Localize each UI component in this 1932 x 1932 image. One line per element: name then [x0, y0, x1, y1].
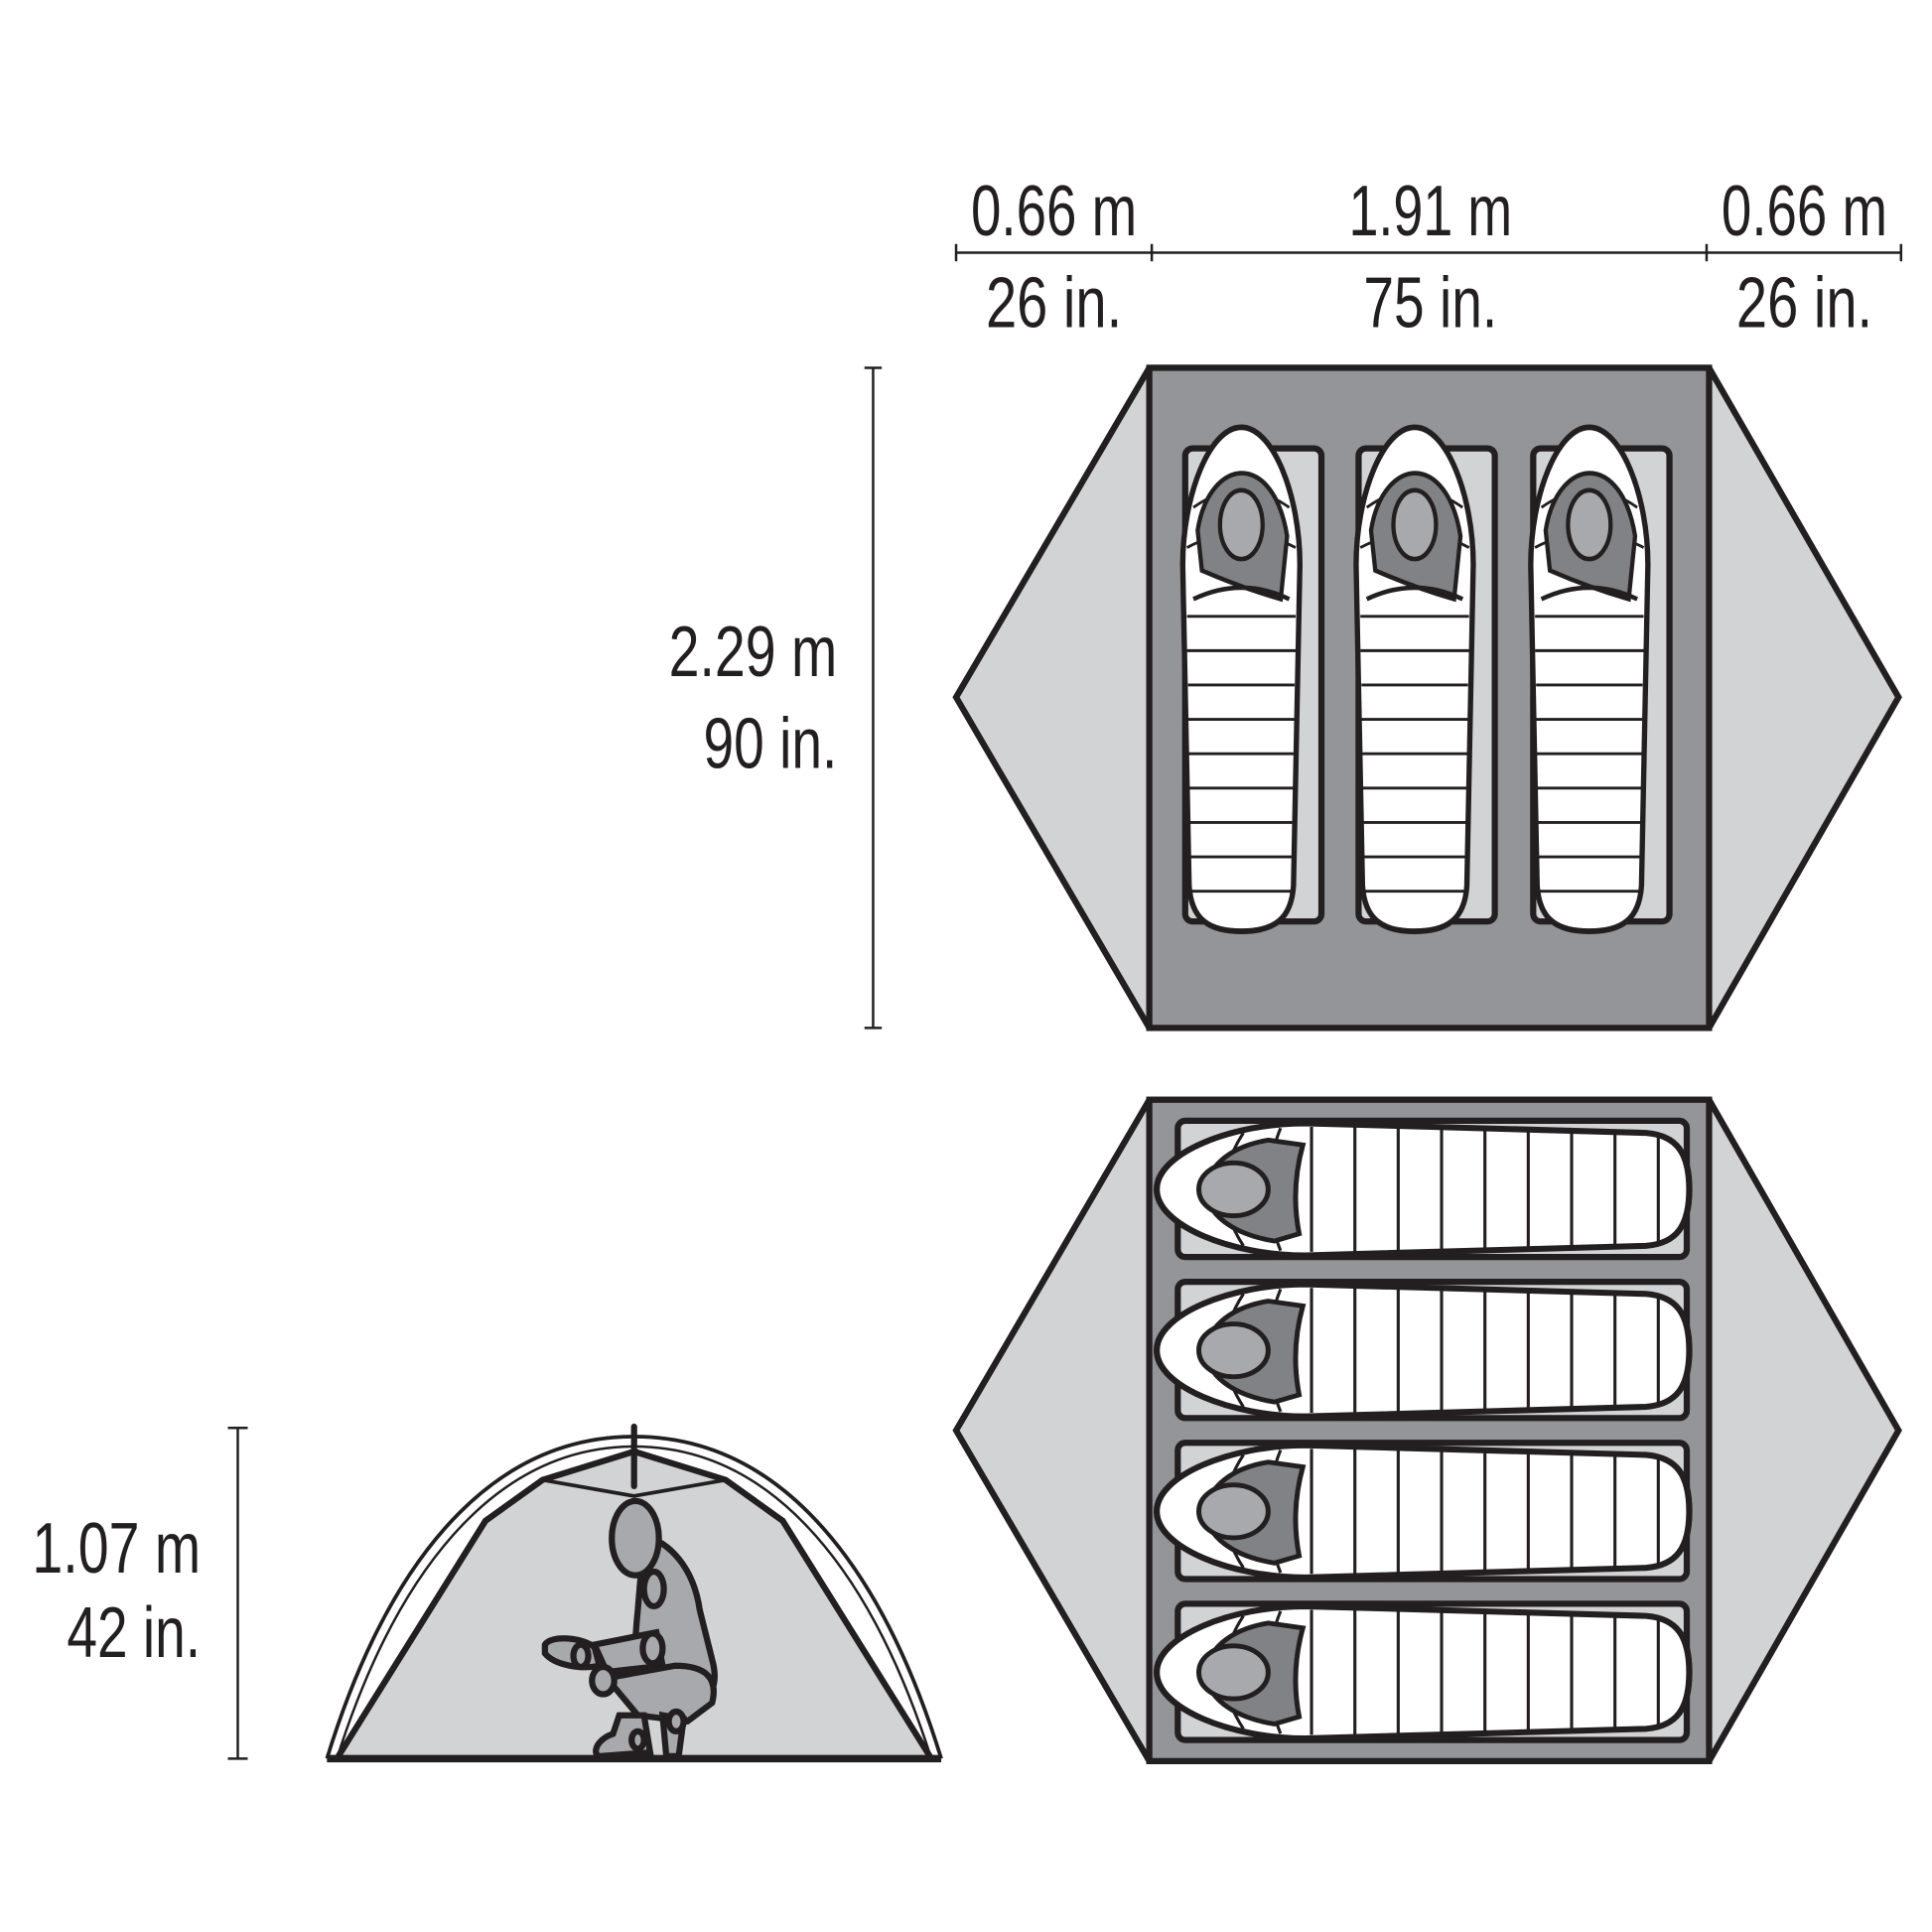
height-dimension-line [227, 1427, 248, 1760]
left-vestibule-imperial: 26 in. [986, 263, 1122, 343]
width-dimension-line [864, 366, 883, 1030]
side-view-tent [325, 1423, 943, 1763]
sleeping-bag-icon [1356, 427, 1473, 931]
height-metric: 1.07 m [32, 1509, 201, 1588]
floor-length-metric: 1.91 m [1348, 172, 1512, 251]
sleeping-bag-icon [1157, 1285, 1689, 1417]
left-vestibule-metric: 0.66 m [971, 172, 1137, 251]
sleeping-bag-icon [1157, 1123, 1689, 1255]
plan-4-person [952, 1096, 1902, 1764]
sleeping-bag-icon [1157, 1446, 1689, 1578]
right-vestibule-metric: 0.66 m [1722, 172, 1887, 251]
sleeping-bag-icon [1531, 427, 1648, 931]
sleeping-bag-icon [1182, 427, 1300, 931]
height-imperial: 42 in. [67, 1593, 201, 1673]
top-dimension-line [954, 243, 1903, 262]
plan-3-person [952, 364, 1902, 1032]
width-imperial: 90 in. [704, 704, 838, 783]
right-vestibule-imperial: 26 in. [1736, 263, 1872, 343]
width-metric: 2.29 m [669, 613, 838, 692]
person-icon [541, 1497, 718, 1759]
floor-length-imperial: 75 in. [1363, 263, 1497, 343]
sleeping-bag-icon [1157, 1606, 1689, 1738]
